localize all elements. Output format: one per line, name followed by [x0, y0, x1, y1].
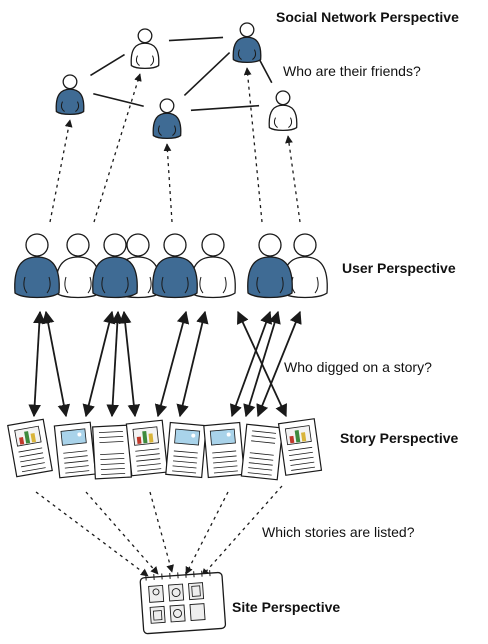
- digg-arrow: [41, 310, 71, 418]
- friendship-line: [93, 92, 144, 108]
- story-document-s6: [203, 421, 245, 479]
- network-user-p1: [55, 74, 85, 115]
- listing-arrow: [185, 491, 229, 575]
- digg-arrow: [118, 310, 141, 418]
- story-document-s1: [7, 418, 53, 478]
- friendship-lines: [90, 36, 273, 112]
- friendship-line: [183, 51, 231, 97]
- user-to-network-arrow: [285, 135, 301, 223]
- user-figure-u5: [152, 233, 198, 299]
- network-user-p5: [268, 90, 298, 131]
- user-figure-u8: [282, 233, 328, 299]
- listed-question: Which stories are listed?: [262, 524, 415, 540]
- story-document-s5: [165, 421, 207, 479]
- listing-arrow: [35, 491, 149, 577]
- user-figure-u7: [247, 233, 293, 299]
- listing-arrows: [35, 485, 283, 577]
- story-document-s2: [53, 421, 97, 479]
- digg-arrow: [106, 310, 124, 418]
- chart-bar: [148, 433, 154, 443]
- friendship-line: [168, 36, 224, 42]
- network-user-p2: [130, 28, 160, 69]
- user-to-network-arrow: [49, 119, 73, 223]
- story-document-s8: [277, 418, 323, 476]
- listing-arrow: [85, 491, 159, 575]
- user-to-network-arrow: [93, 73, 142, 223]
- social-network-people: [55, 22, 298, 139]
- story-document-s7: [240, 423, 284, 481]
- user-figure-u3: [92, 233, 138, 299]
- user-figure-u1: [14, 233, 60, 299]
- network-user-p4: [152, 98, 182, 139]
- site-perspective-label: Site Perspective: [232, 599, 340, 615]
- user-row: [14, 233, 328, 299]
- digg-arrow: [28, 310, 46, 418]
- user-figure-u2: [55, 233, 101, 299]
- user-to-network-arrow: [243, 67, 263, 223]
- chart-bar: [19, 437, 25, 445]
- user-to-network-arrow: [163, 143, 173, 223]
- friendship-line: [90, 53, 125, 77]
- site-notebook-icon: [139, 570, 227, 635]
- digg-arrows: [28, 310, 302, 418]
- chart-bar: [301, 432, 307, 442]
- digg-question: Who digged on a story?: [284, 359, 432, 375]
- listing-arrow: [149, 491, 174, 573]
- user-figure-u6: [190, 233, 236, 299]
- friendship-line: [257, 56, 273, 84]
- chart-bar: [142, 430, 148, 444]
- digg-arrow: [82, 310, 116, 418]
- user-perspective-label: User Perspective: [342, 260, 456, 276]
- chart-bar: [24, 431, 31, 444]
- story-document-s3: [92, 424, 132, 480]
- chart-bar: [294, 430, 301, 443]
- digg-arrow: [176, 310, 209, 418]
- story-row: [7, 418, 323, 481]
- social-perspective-label: Social Network Perspective: [276, 9, 459, 25]
- story-perspective-label: Story Perspective: [340, 430, 458, 446]
- chart-bar: [136, 436, 142, 444]
- listing-arrow: [201, 485, 283, 577]
- network-user-p3: [232, 22, 262, 63]
- chart-bar: [30, 432, 37, 443]
- chart-bar: [289, 435, 295, 444]
- digg-arrow: [154, 310, 190, 418]
- friends-question: Who are their friends?: [283, 63, 421, 79]
- user-to-network-arrows: [49, 67, 301, 223]
- digg-arrow: [256, 310, 302, 418]
- friendship-line: [190, 104, 260, 112]
- story-document-s4: [125, 419, 169, 477]
